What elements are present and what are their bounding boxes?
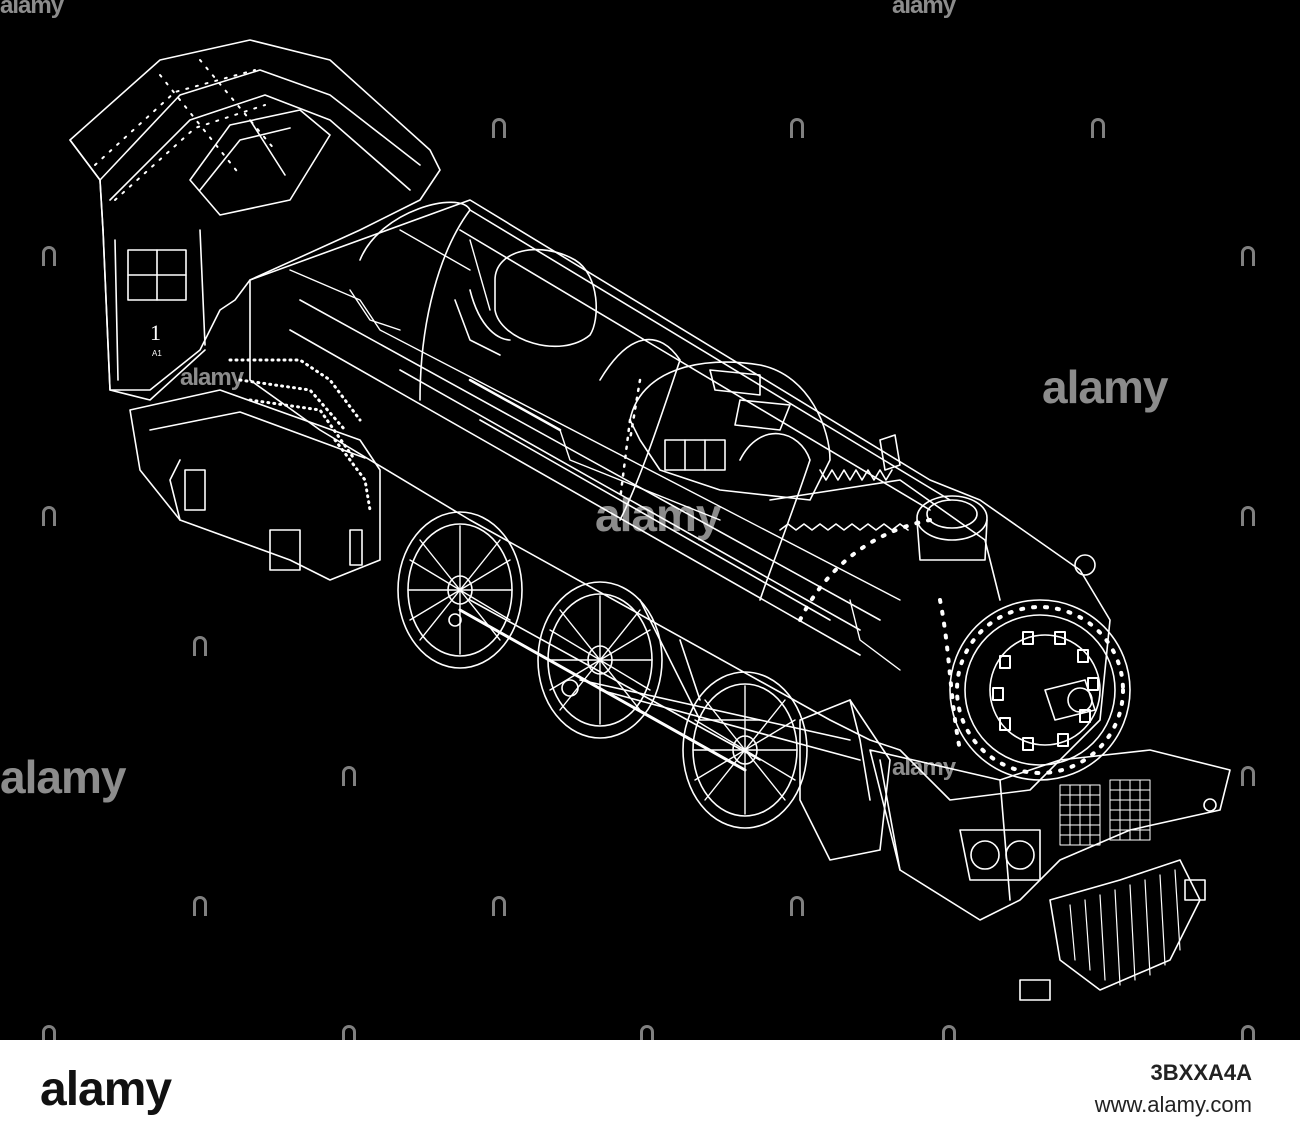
- watermark-mark-icon: [942, 1025, 956, 1040]
- image-canvas: 1 A1: [0, 0, 1300, 1040]
- driving-wheels: [397, 511, 861, 829]
- watermark-mark-icon: [342, 766, 356, 786]
- watermark-mark-icon: [790, 118, 804, 138]
- watermark: alamy: [180, 364, 244, 391]
- cab-number: 1: [150, 320, 161, 345]
- watermark-mark-icon: [193, 636, 207, 656]
- watermark: alamy: [0, 751, 126, 803]
- watermark-mark-icon: [790, 896, 804, 916]
- handrails: [289, 229, 901, 671]
- watermark-mark-icon: [42, 1025, 56, 1040]
- image-id: 3BXXA4A: [1150, 1060, 1252, 1085]
- watermark-mark-icon: [1241, 246, 1255, 266]
- watermark-mark-icon: [42, 246, 56, 266]
- headlight: [1044, 679, 1096, 721]
- watermark: alamy: [1042, 361, 1168, 413]
- watermark: alamy: [892, 754, 956, 781]
- watermark-mark-icon: [492, 896, 506, 916]
- footer-bar: alamy 3BXXA4A www.alamy.com: [0, 1040, 1300, 1130]
- smokestack: [916, 495, 988, 541]
- watermark: alamy: [892, 0, 956, 19]
- front-grille: [1059, 779, 1151, 846]
- watermark-mark-icon: [1091, 118, 1105, 138]
- cowcatcher: [1019, 859, 1206, 1001]
- watermark-mark-icon: [1241, 506, 1255, 526]
- watermark: alamy: [595, 489, 721, 541]
- smokebox: [769, 434, 1131, 781]
- footer-url: www.alamy.com: [1094, 1092, 1252, 1117]
- sand-dome: [618, 361, 831, 502]
- watermark-mark-icon: [193, 896, 207, 916]
- pilot: [869, 749, 1231, 1001]
- cab-sub-label: A1: [152, 349, 162, 358]
- locomotive-line-drawing: 1 A1: [69, 39, 1231, 1001]
- footer-logo: alamy: [40, 1063, 172, 1116]
- watermark-mark-icon: [42, 506, 56, 526]
- watermark-mark-icon: [1241, 1025, 1255, 1040]
- steam-dome: [454, 248, 598, 356]
- footer-meta: 3BXXA4A www.alamy.com: [1095, 1060, 1252, 1118]
- watermark-mark-icon: [492, 118, 506, 138]
- watermark-mark-icon: [1241, 766, 1255, 786]
- watermark-mark-icon: [342, 1025, 356, 1040]
- driving-wheel-rear: [397, 511, 523, 669]
- driving-wheel-front: [682, 671, 808, 829]
- watermark: alamy: [0, 0, 64, 19]
- boiler: [249, 199, 1111, 801]
- cab: [69, 39, 441, 401]
- smokebox-door: [949, 599, 1131, 781]
- cylinder: [799, 699, 891, 861]
- watermark-mark-icon: [640, 1025, 654, 1040]
- firebox: [129, 358, 381, 581]
